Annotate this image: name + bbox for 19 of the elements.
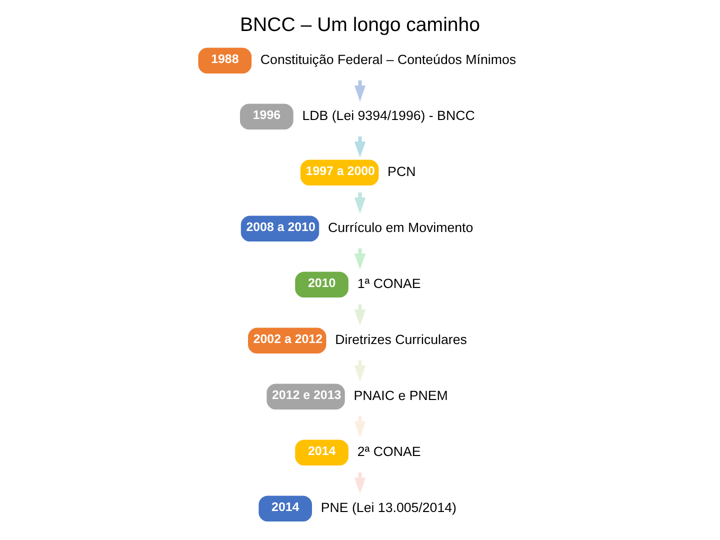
node-box: 2014 [295,440,348,466]
node-label: Currículo em Movimento [328,220,474,235]
node-label: PCN [388,164,416,179]
node-box: 1996 [240,104,294,130]
node-label: 2ª CONAE [357,444,421,459]
node-label: LDB (Lei 9394/1996) - BNCC [302,108,475,123]
node-box: 2002 a 2012 [248,328,326,354]
node-label: PNAIC e PNEM [354,388,448,403]
node-box: 2010 [295,272,348,298]
node-label: PNE (Lei 13.005/2014) [320,500,456,515]
node-box: 1988 [198,48,252,74]
node-box: 2012 e 2013 [266,384,345,410]
node-box: 2008 a 2010 [240,216,320,242]
diagram-title: BNCC – Um longo caminho [240,14,480,36]
node-label: Constituição Federal – Conteúdos Mínimos [260,52,516,67]
node-box: 2014 [258,496,312,522]
node-label: Diretrizes Curriculares [335,332,467,347]
node-box: 1997 a 2000 [300,160,379,186]
node-label: 1ª CONAE [357,276,421,291]
